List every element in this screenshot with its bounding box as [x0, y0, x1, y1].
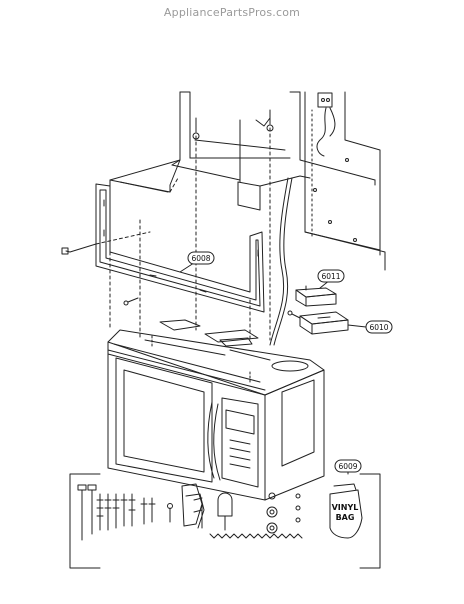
- leader-6010: [347, 324, 367, 328]
- anchor-bolts: [77, 484, 156, 541]
- filler-strip: [209, 533, 303, 539]
- mounting-frame: [95, 183, 265, 313]
- svg-text:6008: 6008: [191, 254, 210, 263]
- power-outlet: [316, 92, 336, 157]
- vent-damper-lower: [287, 310, 349, 335]
- vent-damper-upper: [295, 285, 337, 307]
- small-screw: [167, 503, 173, 523]
- cord-clamp: [217, 492, 233, 531]
- vinyl-bag-label-line2: BAG: [336, 513, 355, 522]
- watermark: AppliancePartsPros.com: [163, 6, 301, 19]
- hardware-kit-frame: [69, 473, 381, 569]
- vinyl-bag-label-line1: VINYL: [332, 503, 359, 512]
- microwave-oven: [107, 319, 325, 501]
- vinyl-bag: [329, 483, 363, 539]
- power-cord: [269, 177, 289, 346]
- callout-6011: 6011: [317, 269, 345, 283]
- callout-6009: 6009: [334, 459, 362, 473]
- svg-text:6011: 6011: [321, 272, 340, 281]
- power-cord-edge: [273, 177, 293, 346]
- svg-text:6010: 6010: [369, 323, 388, 332]
- toggle-bolts: [181, 483, 205, 529]
- wall-bolt: [61, 231, 151, 255]
- screw-left: [123, 297, 139, 306]
- washers: [266, 492, 301, 534]
- svg-text:6009: 6009: [338, 462, 357, 471]
- cabinet-screws: [192, 109, 274, 341]
- wall-cabinet: [109, 91, 386, 271]
- callout-6008: 6008: [187, 251, 215, 265]
- callout-6010: 6010: [365, 320, 393, 334]
